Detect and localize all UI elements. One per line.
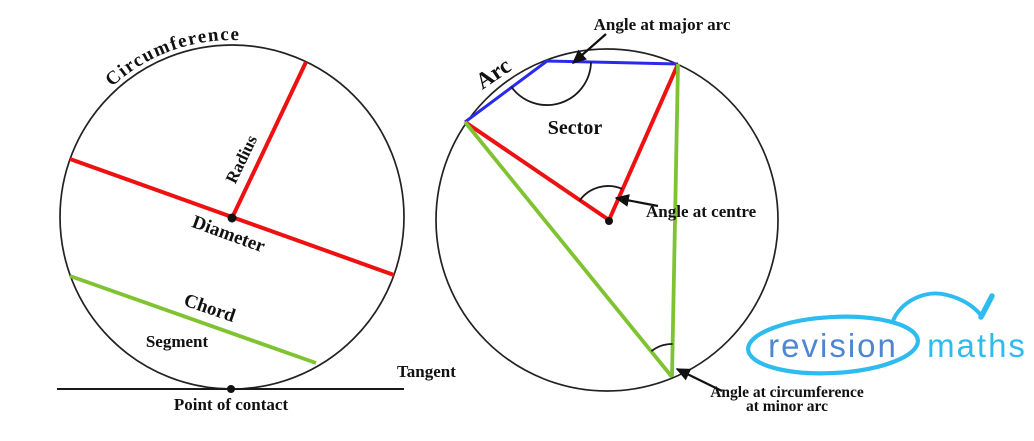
major-arc-angle-lines: [464, 59, 679, 124]
angle-at-major-arc-label: Angle at major arc: [594, 15, 731, 34]
point-of-contact-label: Point of contact: [174, 395, 289, 414]
centre-angle-marker: [578, 185, 623, 202]
minor-arc-angle-line-right: [670, 63, 680, 378]
major-arc-pointer-arrow: [571, 33, 607, 64]
major-arc-angle-marker: [510, 61, 592, 106]
logo-ellipse: [746, 314, 920, 376]
revision-maths-logo: revision maths: [746, 291, 1027, 376]
point-of-contact-dot: [227, 385, 235, 393]
logo-arrowhead-tick: [978, 293, 995, 320]
centre-angle-line-left: [463, 120, 611, 222]
logo-swoosh-arrow: [891, 291, 982, 323]
segment-label: Segment: [146, 332, 209, 351]
logo-word-maths: maths: [927, 327, 1027, 364]
right-circle-outline: [435, 48, 779, 392]
radius-line: [230, 61, 308, 219]
right-centre-dot: [605, 217, 613, 225]
angle-at-circumference-label-line1: Angle at circumference: [710, 384, 864, 401]
minor-arc-pointer-arrow: [675, 368, 723, 392]
minor-arc-angle-marker: [650, 343, 673, 352]
minor-arc-angle-line-left: [463, 120, 674, 379]
chord-line: [69, 274, 317, 365]
angle-at-centre-label: Angle at centre: [646, 202, 757, 221]
right-circle-diagram: Angle at major arc Arc Sector Angle at c…: [435, 15, 864, 415]
angle-at-circumference-label-line2: at minor arc: [746, 398, 828, 415]
logo-word-revision: revision: [768, 327, 898, 364]
radius-label: Radius: [222, 132, 262, 187]
chord-label: Chord: [181, 290, 238, 327]
centre-dot: [227, 213, 237, 223]
centre-pointer-arrow: [614, 194, 659, 208]
circumference-label: Circumference: [101, 24, 240, 91]
left-circle-diagram: Circumference Radius Diameter Chord Segm…: [57, 24, 456, 414]
tangent-label: Tangent: [397, 362, 456, 381]
centre-angle-line-right: [607, 63, 680, 221]
sector-label: Sector: [548, 117, 603, 139]
